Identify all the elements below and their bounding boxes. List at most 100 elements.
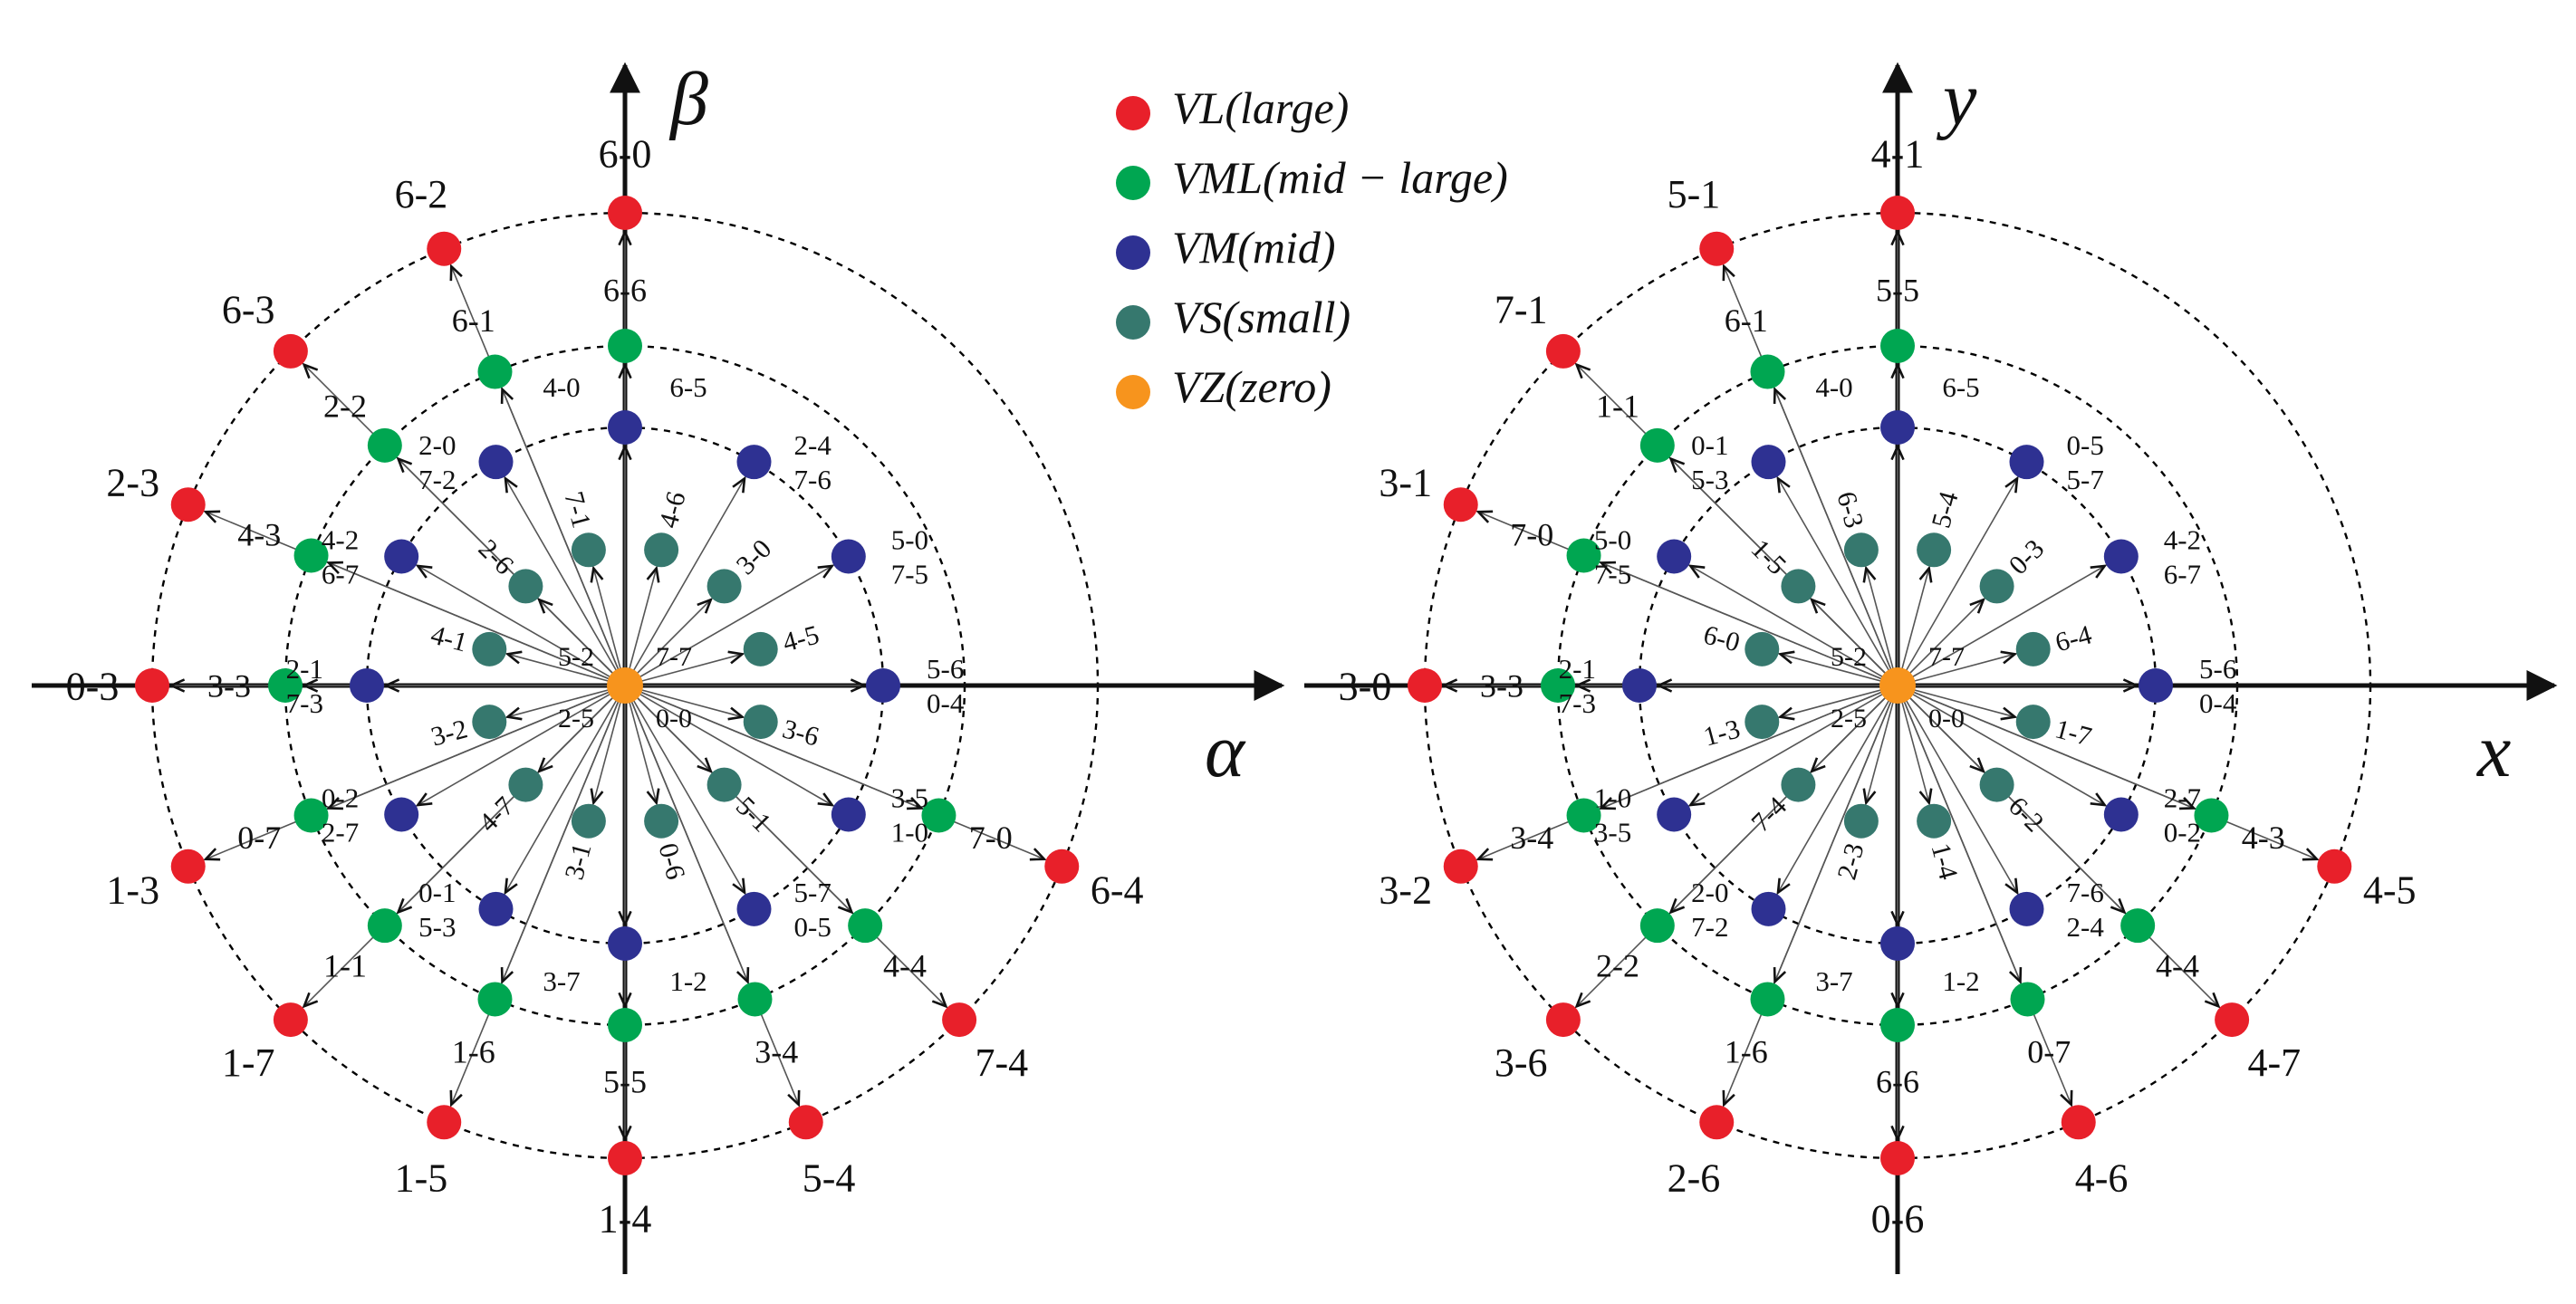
vector-label: 0-6 [652, 840, 690, 883]
vector-point-vml [1750, 354, 1785, 389]
legend-marker-vm [1116, 235, 1150, 270]
arrowhead [1599, 561, 1616, 575]
vector-point-vs [571, 532, 606, 568]
vector-point-vm [1751, 891, 1786, 926]
vector-label: 4-5 [2363, 868, 2417, 912]
arrowhead [2179, 796, 2196, 810]
zero-vector-label: 7-7 [1928, 642, 1965, 672]
zero-vector-label: 2-5 [558, 704, 594, 734]
vector-point-vs [706, 767, 742, 802]
vector-arrow [505, 477, 626, 686]
vector-point-vm [608, 410, 642, 445]
vector-label: 3-1 [559, 840, 597, 883]
vector-point-vm [478, 891, 514, 926]
arrowhead [2004, 475, 2019, 494]
arrowhead [500, 967, 514, 984]
vector-vml: 6-1 [452, 302, 626, 686]
vector-arrow [538, 685, 626, 772]
vector-point-vml [1566, 538, 1601, 573]
vector-label: 3-4 [1510, 820, 1553, 856]
arrowhead [618, 910, 632, 928]
vector-arrow [624, 685, 658, 803]
vector-vm: 2-47-6 [624, 429, 832, 686]
arrowhead [590, 565, 604, 583]
vector-label: 4-1 [1871, 131, 1925, 176]
zero-vector-label: 5-2 [1831, 642, 1867, 672]
vector-vm: 0-15-3 [1691, 429, 1898, 686]
vector-label: 6-2 [395, 172, 448, 216]
vector-vm: 4-26-7 [322, 524, 626, 686]
vector-label: 4-0 [1815, 371, 1852, 403]
vector-label: 0-2 [322, 782, 359, 814]
vector-vs: 6-4 [1897, 619, 2095, 686]
vector-arrow [1897, 685, 2195, 810]
vector-point-vl [170, 487, 206, 523]
arrowhead [787, 1089, 801, 1107]
y-axis-label: β [668, 57, 708, 141]
vector-label: 2-3 [1831, 840, 1870, 883]
vector-vl: 1-5 [395, 685, 626, 1201]
vector-arrow [1897, 685, 2015, 718]
zero-vector-label: 0-0 [656, 704, 692, 734]
vector-vml: 3-4 [624, 685, 798, 1069]
vector-point-vl [1044, 849, 1080, 884]
vector-arrow [1600, 685, 1898, 810]
vector-point-vm [384, 797, 419, 832]
arrowhead [1890, 443, 1905, 461]
vector-vs: 3-6 [624, 685, 822, 753]
vector-label: 7-6 [794, 464, 831, 495]
vector-arrow [1897, 477, 2018, 686]
arrowhead [1777, 650, 1795, 665]
vector-label: 3-4 [755, 1033, 798, 1069]
vector-point-vl [1880, 1141, 1915, 1175]
vector-point-vml [477, 354, 513, 389]
vector-label: 3-5 [891, 782, 928, 814]
vector-point-vl [170, 849, 206, 884]
vector-label: 4-4 [883, 948, 927, 984]
arrowhead [1890, 228, 1905, 246]
arrowhead [931, 992, 948, 1009]
vector-vml: 6-1 [1725, 302, 1898, 686]
vector-point-vml [268, 668, 303, 703]
vector-label: 6-4 [2052, 619, 2095, 657]
vector-label: 1-1 [323, 948, 367, 984]
vector-label: 3-6 [779, 714, 822, 752]
vector-vl: 6-0 [599, 131, 651, 686]
arrowhead [382, 678, 400, 693]
vector-label: 2-4 [794, 429, 832, 461]
vector-label: 2-2 [1596, 948, 1639, 984]
arrowhead [697, 757, 714, 774]
vector-label: 0-7 [237, 820, 281, 856]
vector-label: 3-0 [731, 533, 778, 580]
arrowhead [203, 848, 221, 861]
arrowhead [2110, 897, 2127, 915]
vector-vl: 5-1 [1668, 172, 1898, 686]
vector-label: 0-1 [418, 877, 456, 908]
vector-arrow [1777, 685, 1898, 894]
vector-point-vs [743, 631, 778, 666]
vector-label: 0-5 [2067, 429, 2104, 461]
vector-arrow [1897, 599, 1985, 686]
vector-label: 4-3 [2242, 820, 2285, 856]
vector-vl: 3-1 [1379, 460, 1898, 686]
arrowhead [907, 796, 924, 810]
vector-arrow [1773, 685, 1898, 983]
vector-label: 1-1 [1596, 388, 1639, 425]
arrowhead [449, 1089, 463, 1107]
vector-point-vml [477, 982, 513, 1017]
arrowhead [1475, 848, 1494, 861]
vector-point-vm [350, 668, 384, 703]
vector-label: 5-5 [1876, 273, 1919, 309]
arrowhead [302, 992, 319, 1009]
vector-label: 1-3 [106, 868, 159, 912]
vector-point-vs [1745, 705, 1780, 740]
vector-label: 6-5 [669, 371, 706, 403]
arrowhead [1809, 597, 1826, 614]
arrowhead [2090, 564, 2108, 579]
arrowhead [168, 678, 186, 693]
vector-point-vz [1879, 667, 1916, 704]
diagram-x-y: xy4-15-17-13-13-03-23-62-60-64-64-74-55-… [1304, 57, 2558, 1274]
arrowhead [1969, 757, 1986, 774]
